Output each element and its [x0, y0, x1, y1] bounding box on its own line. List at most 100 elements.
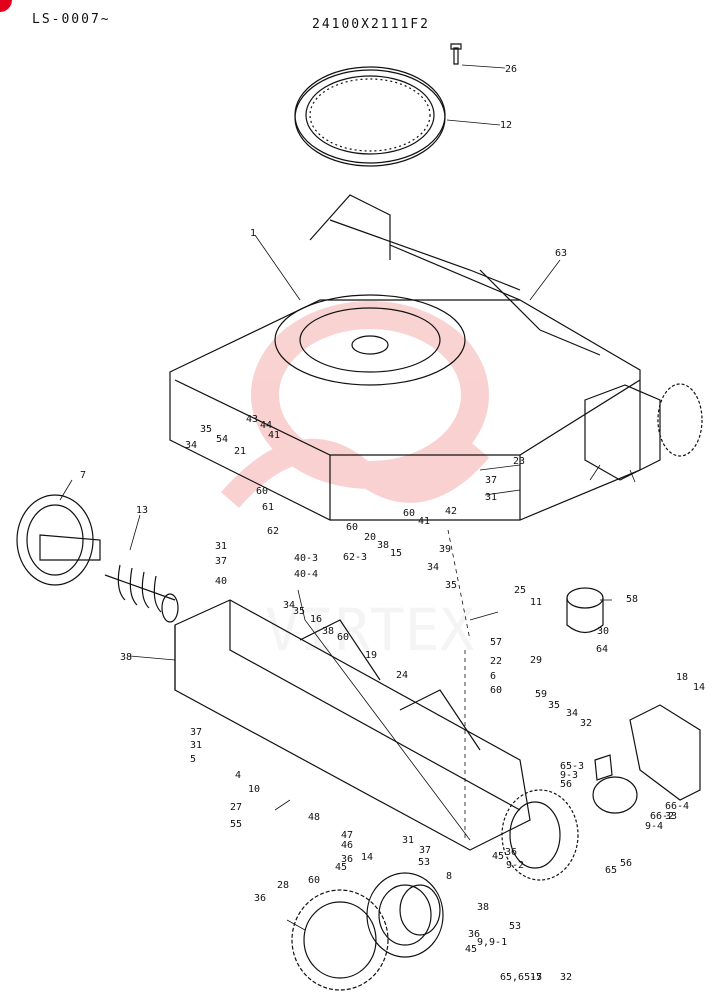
callout-label: 15	[390, 548, 402, 559]
callout-label: 37	[190, 727, 202, 738]
callout-label: 64	[596, 644, 608, 655]
callout-label: 53	[418, 857, 430, 868]
callout-label: 60	[346, 522, 358, 533]
callout-label: 26	[505, 64, 517, 75]
doc-code-right: 24100X2111F2	[312, 17, 430, 32]
recoil-spring	[104, 564, 179, 623]
callout-label: 12	[500, 120, 512, 131]
callout-label: 34	[566, 708, 578, 719]
callout-label: 27	[230, 802, 242, 813]
callout-label: 34	[427, 562, 439, 573]
callout-label: 55	[230, 819, 242, 830]
callout-label: 10	[248, 784, 260, 795]
callout-label: 66-2	[650, 811, 674, 822]
callout-label: 5	[190, 754, 196, 765]
watermark: VIRTEX	[220, 301, 490, 664]
callout-label: 66-4	[665, 801, 689, 812]
callout-label: 32	[580, 718, 592, 729]
callout-label: 62	[267, 526, 279, 537]
callout-label: 9-3	[560, 770, 578, 781]
callout-label: 21	[234, 446, 246, 457]
sprocket	[291, 889, 389, 991]
callout-label: 8	[446, 871, 452, 882]
callout-label: 60	[308, 875, 320, 886]
travel-motor	[366, 872, 444, 958]
callout-label: 43	[246, 414, 258, 425]
swing-bearing-ring	[294, 66, 446, 167]
callout-label: 40-3	[294, 553, 318, 564]
callout-label: 59	[535, 689, 547, 700]
callout-label: 65-3	[560, 761, 584, 772]
callout-label: 45	[492, 851, 504, 862]
callout-label: 37	[215, 556, 227, 567]
callout-label: 17	[530, 972, 542, 983]
callout-label: 35	[548, 700, 560, 711]
callout-label: 65	[605, 865, 617, 876]
callout-label: 28	[277, 880, 289, 891]
callout-label: 31	[485, 492, 497, 503]
callout-label: 36	[254, 893, 266, 904]
callout-label: 35	[200, 424, 212, 435]
callout-label: 11	[530, 597, 542, 608]
callout-label: 37	[485, 475, 497, 486]
callout-label: 60	[490, 685, 502, 696]
callout-label: 60	[337, 632, 349, 643]
callout-label: 61	[262, 502, 274, 513]
callout-label: 54	[216, 434, 228, 445]
callout-label: 38	[477, 902, 489, 913]
callout-label: 1	[250, 228, 256, 239]
callout-label: 22	[490, 656, 502, 667]
callout-label: 4	[235, 770, 241, 781]
callout-label: 9-4	[645, 821, 663, 832]
doc-code-left: LS-0007~	[32, 12, 111, 27]
callout-label: 9-2	[506, 860, 524, 871]
track-frame	[174, 599, 531, 851]
callout-label: 25	[514, 585, 526, 596]
callout-label: 57	[490, 637, 502, 648]
callout-label: 6	[490, 671, 496, 682]
callout-label: 19	[365, 650, 377, 661]
callout-label: 35	[293, 606, 305, 617]
callout-label: 45	[335, 862, 347, 873]
callout-label: 36	[505, 847, 517, 858]
callout-label: 14	[361, 852, 373, 863]
callout-label: 9,9-1	[477, 937, 507, 948]
callout-label: 13	[136, 505, 148, 516]
idler-wheel	[16, 494, 101, 586]
callout-label: 34	[185, 440, 197, 451]
callout-label: 38	[120, 652, 132, 663]
motor-group-9-2	[592, 754, 638, 814]
callout-label: 48	[308, 812, 320, 823]
callout-label: 7	[80, 470, 86, 481]
main-frame	[169, 194, 641, 521]
callout-label: 20	[364, 532, 376, 543]
callout-label: 38	[377, 540, 389, 551]
callout-label: 36	[341, 854, 353, 865]
callout-label: 56	[560, 779, 572, 790]
callout-label: 46	[341, 840, 353, 851]
callout-label: 29	[530, 655, 542, 666]
callout-label: 37	[419, 845, 431, 856]
callout-label: 41	[268, 430, 280, 441]
callout-label: 47	[341, 830, 353, 841]
callout-label: 40	[215, 576, 227, 587]
callout-label: 60	[403, 508, 415, 519]
rear-sprocket	[501, 789, 579, 881]
callout-label: 39	[439, 544, 451, 555]
callout-label: 41	[418, 516, 430, 527]
callout-label: 35	[445, 580, 457, 591]
callout-label: 65,65-5	[500, 972, 542, 983]
bolt-26	[450, 43, 462, 65]
callout-label: 33	[665, 811, 677, 822]
callout-label: 30	[597, 626, 609, 637]
callout-label: 14	[693, 682, 705, 693]
callout-label: 63	[555, 248, 567, 259]
callout-label: 58	[626, 594, 638, 605]
callout-label: 62-3	[343, 552, 367, 563]
callout-label: 44	[260, 420, 272, 431]
cover-18	[629, 704, 701, 801]
callout-label: 31	[190, 740, 202, 751]
callout-label: 60	[256, 486, 268, 497]
callout-label: 23	[513, 456, 525, 467]
